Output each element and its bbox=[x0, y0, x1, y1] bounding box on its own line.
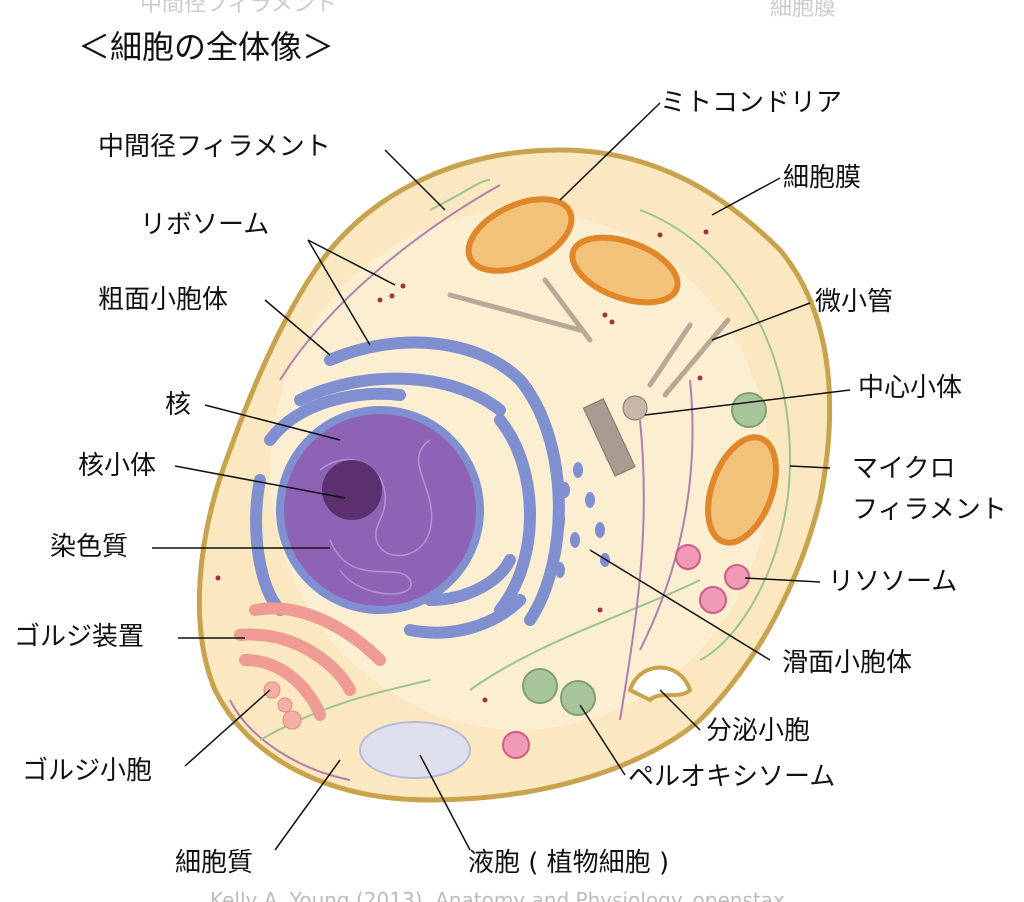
label-vacuole: 液胞 ( 植物細胞 ) bbox=[468, 848, 670, 878]
credit-text: Kelly A. Young (2013). Anatomy and Physi… bbox=[210, 888, 785, 902]
centriole bbox=[582, 395, 648, 477]
label-golgi: ゴルジ装置 bbox=[14, 622, 145, 652]
label-cytoplasm: 細胞質 bbox=[175, 848, 254, 878]
label-peroxisome: ペルオキシソーム bbox=[628, 762, 836, 792]
label-golgi-vesicle: ゴルジ小胞 bbox=[22, 756, 153, 786]
lysosomes bbox=[502, 544, 750, 759]
label-nucleolus: 核小体 bbox=[78, 451, 157, 481]
ghost-text: 細胞膜 bbox=[770, 0, 837, 21]
label-chromatin: 染色質 bbox=[50, 532, 129, 562]
label-microtubule: 微小管 bbox=[815, 287, 894, 317]
rough-er bbox=[250, 336, 565, 639]
label-microfilament-1: マイクロ bbox=[852, 454, 956, 484]
label-intermediate-filament: 中間径フィラメント bbox=[98, 132, 331, 162]
nucleolus bbox=[322, 460, 382, 520]
label-centriole: 中心小体 bbox=[858, 373, 963, 403]
label-microfilament-2: フィラメント bbox=[852, 495, 1007, 525]
smooth-er bbox=[555, 462, 610, 578]
vacuole bbox=[359, 721, 471, 779]
label-lysosome: リソソーム bbox=[828, 567, 958, 597]
ghost-text: 中間径フィラメント bbox=[140, 0, 337, 17]
label-mitochondria: ミトコンドリア bbox=[660, 88, 843, 118]
ribosome-dots bbox=[215, 229, 709, 703]
label-cell-membrane: 細胞膜 bbox=[783, 163, 862, 193]
filaments bbox=[229, 179, 792, 781]
label-smooth-er: 滑面小胞体 bbox=[782, 648, 913, 678]
nucleus bbox=[276, 406, 484, 614]
golgi-vesicles bbox=[263, 681, 302, 730]
label-secretory-vesicle: 分泌小胞 bbox=[706, 716, 811, 746]
label-ribosome: リボソーム bbox=[140, 210, 270, 240]
golgi bbox=[234, 602, 386, 721]
secretory-notch bbox=[627, 665, 693, 703]
mitochondria bbox=[465, 196, 779, 546]
leader-lines bbox=[152, 102, 851, 851]
microtubules bbox=[447, 277, 731, 398]
page-title: ＜細胞の全体像＞ bbox=[78, 28, 335, 66]
label-rough-er: 粗面小胞体 bbox=[98, 285, 229, 315]
label-nucleus: 核 bbox=[165, 390, 192, 420]
